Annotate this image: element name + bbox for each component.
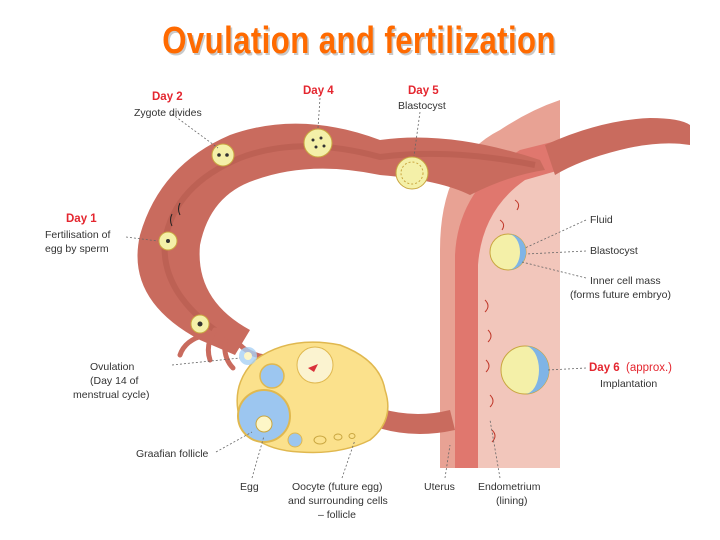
label-approx: (approx.) bbox=[626, 362, 672, 374]
label-implantation: Implantation bbox=[600, 378, 657, 390]
corpus-luteum bbox=[297, 347, 333, 383]
label-egg-by-sperm: egg by sperm bbox=[45, 243, 109, 255]
label-zygote-divides: Zygote divides bbox=[134, 107, 202, 119]
label-day2: Day 2 bbox=[152, 91, 183, 103]
blastocyst-day5 bbox=[396, 157, 428, 189]
embryo-2cell bbox=[212, 144, 234, 166]
implanting-blastocyst bbox=[501, 346, 549, 394]
tube-embryo bbox=[191, 315, 209, 333]
blastocyst-in-uterus bbox=[490, 234, 526, 270]
label-fertilisation: Fertilisation of bbox=[45, 229, 110, 241]
label-egg: Egg bbox=[240, 481, 259, 493]
right-tube bbox=[545, 118, 690, 175]
label-blastocyst-top: Blastocyst bbox=[398, 100, 446, 112]
label-day6: Day 6 bbox=[589, 362, 620, 374]
label-oocyte: Oocyte (future egg) bbox=[292, 481, 382, 493]
label-day4: Day 4 bbox=[303, 85, 334, 97]
small-follicle bbox=[288, 433, 302, 447]
embryo-day4 bbox=[304, 129, 332, 157]
label-day1: Day 1 bbox=[66, 213, 97, 225]
label-day14: (Day 14 of bbox=[90, 375, 139, 387]
label-follicle: – follicle bbox=[318, 509, 356, 521]
label-graafian-follicle: Graafian follicle bbox=[136, 448, 209, 460]
label-future-embryo: (forms future embryo) bbox=[570, 289, 671, 301]
label-surrounding-cells: and surrounding cells bbox=[288, 495, 388, 507]
label-uterus: Uterus bbox=[424, 481, 455, 493]
label-blastocyst-right: Blastocyst bbox=[590, 245, 638, 257]
label-lining: (lining) bbox=[496, 495, 528, 507]
label-inner-cell-mass: Inner cell mass bbox=[590, 275, 661, 287]
label-fluid: Fluid bbox=[590, 214, 613, 226]
egg-release-cells bbox=[260, 364, 284, 388]
label-endometrium: Endometrium bbox=[478, 481, 541, 493]
label-ovulation: Ovulation bbox=[90, 361, 135, 373]
label-day5: Day 5 bbox=[408, 85, 439, 97]
label-menstrual-cycle: menstrual cycle) bbox=[73, 389, 149, 401]
